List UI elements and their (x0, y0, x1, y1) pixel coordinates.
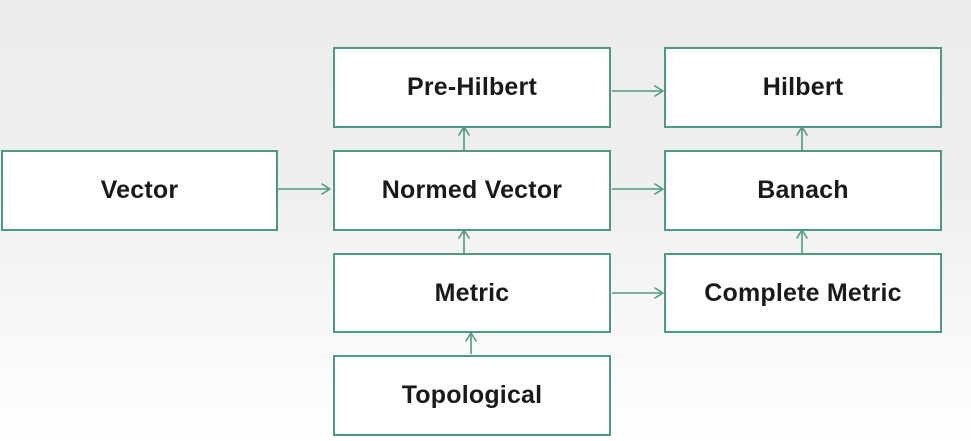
edge-banach-to-hilbert (796, 126, 808, 150)
node-label-normed-vector: Normed Vector (381, 176, 563, 204)
node-label-metric: Metric (434, 278, 510, 307)
edge-normed-vector-to-pre-hilbert (458, 126, 470, 150)
node-topological: Topological (333, 355, 611, 436)
node-complete-metric: Complete Metric (664, 253, 942, 333)
edge-metric-to-normed-vector (458, 229, 470, 253)
node-label-banach: Banach (757, 176, 849, 204)
edge-topological-to-metric (465, 332, 477, 354)
edge-complete-metric-to-banach (796, 229, 808, 253)
node-banach: Banach (664, 150, 942, 231)
edge-metric-to-complete-metric (612, 287, 664, 299)
node-pre-hilbert: Pre-Hilbert (333, 47, 611, 128)
node-label-pre-hilbert: Pre-Hilbert (406, 73, 537, 101)
edge-vector-to-normed-vector (278, 183, 331, 195)
node-normed-vector: Normed Vector (333, 150, 611, 231)
node-vector: Vector (1, 150, 278, 231)
node-label-hilbert: Hilbert (762, 73, 844, 101)
node-hilbert: Hilbert (664, 47, 942, 128)
node-label-vector: Vector (100, 176, 179, 204)
node-metric: Metric (333, 253, 611, 333)
edge-pre-hilbert-to-hilbert (612, 85, 664, 97)
node-label-topological: Topological (401, 381, 543, 409)
node-label-complete-metric: Complete Metric (704, 278, 902, 307)
edge-normed-vector-to-banach (612, 183, 664, 195)
